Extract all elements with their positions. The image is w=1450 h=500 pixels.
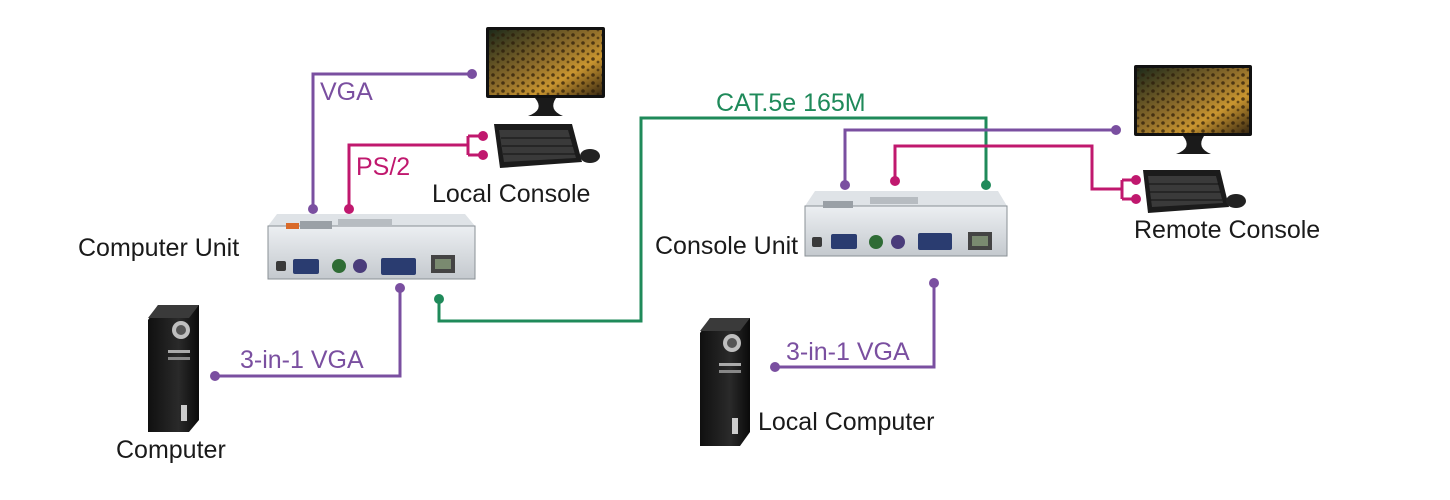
ps2-cable-left	[347, 143, 468, 209]
vga-cable-right	[843, 128, 1116, 185]
kvm-extender-icon	[267, 214, 476, 280]
vga-3in1-cable-left	[215, 288, 402, 378]
ps2-cable-right	[893, 144, 1122, 191]
connector-dot	[981, 180, 991, 190]
kvm-extender-icon	[804, 191, 1008, 257]
computer-label: Computer	[116, 436, 226, 464]
monitor-icon	[486, 27, 605, 116]
vga-3in1-label-left: 3-in-1 VGA	[240, 346, 364, 374]
connector-dot	[1131, 194, 1141, 204]
monitor-icon	[1134, 65, 1252, 154]
remote-console-label: Remote Console	[1134, 216, 1320, 244]
vga-cable-left	[311, 72, 472, 209]
connector-dot	[929, 278, 939, 288]
connector-dot	[840, 180, 850, 190]
local-console-label: Local Console	[432, 180, 590, 208]
connector-dot	[1111, 125, 1121, 135]
vga-3in1-label-right: 3-in-1 VGA	[786, 338, 910, 366]
tower-pc-icon	[700, 318, 750, 446]
connector-dot	[478, 131, 488, 141]
connector-dot	[770, 362, 780, 372]
connector-dot	[478, 150, 488, 160]
connector-dot	[308, 204, 318, 214]
tower-pc-icon	[148, 305, 199, 432]
vga-3in1-cable-right	[775, 283, 936, 369]
connector-dot	[890, 176, 900, 186]
connector-dot	[395, 283, 405, 293]
keyboard-mouse-icon	[1143, 170, 1246, 213]
console-unit-label: Console Unit	[655, 232, 798, 260]
keyboard-mouse-icon	[494, 124, 600, 168]
local-computer-label: Local Computer	[758, 408, 934, 436]
ps2-label: PS/2	[356, 153, 410, 181]
connector-dot	[210, 371, 220, 381]
connector-dot	[1131, 175, 1141, 185]
connector-dot	[344, 204, 354, 214]
computer-unit-label: Computer Unit	[78, 234, 239, 262]
connector-dot	[467, 69, 477, 79]
connector-dot	[434, 294, 444, 304]
vga-label: VGA	[320, 78, 373, 106]
cat5-label: CAT.5e 165M	[716, 89, 866, 117]
